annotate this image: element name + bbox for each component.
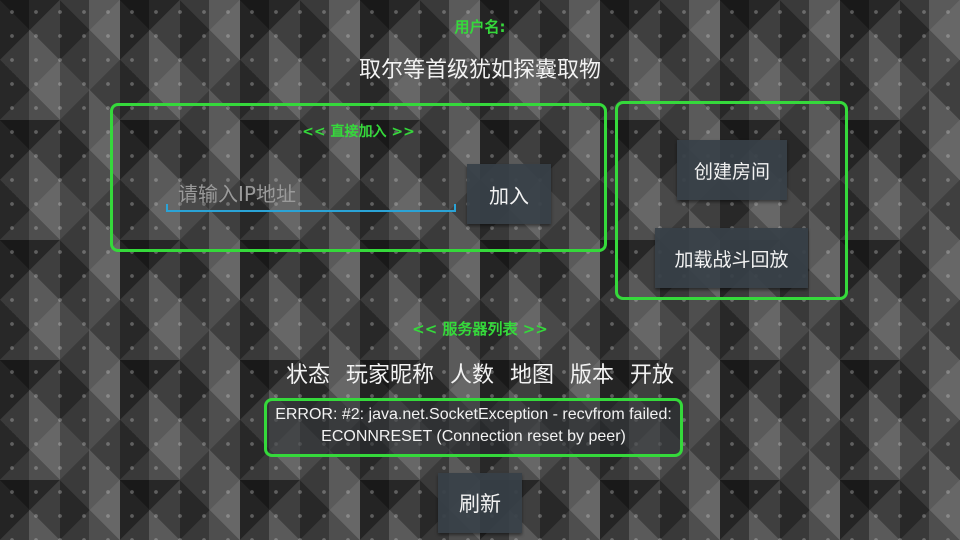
room-actions-panel — [615, 101, 848, 300]
join-button[interactable]: 加入 — [467, 164, 551, 224]
ip-address-input[interactable] — [166, 174, 456, 214]
column-header-map[interactable]: 地图 — [510, 363, 555, 388]
ip-input-underline-right-tick — [454, 204, 456, 212]
server-list-label: << 服务器列表 >> — [412, 320, 548, 338]
direct-join-panel — [110, 103, 607, 252]
ip-input-underline — [166, 210, 456, 212]
error-message: ERROR: #2: java.net.SocketException - re… — [275, 406, 672, 445]
error-message-box — [264, 398, 683, 457]
load-replay-button[interactable]: 加载战斗回放 — [655, 228, 808, 288]
username-value[interactable]: 取尔等首级犹如探囊取物 — [358, 58, 601, 83]
server-list-header: 状态 玩家昵称 人数 地图 版本 开放 — [0, 357, 960, 389]
direct-join-label: << 直接加入 >> — [302, 124, 415, 140]
column-header-open[interactable]: 开放 — [630, 363, 675, 388]
column-header-player-nickname[interactable]: 玩家昵称 — [345, 363, 434, 388]
column-header-version[interactable]: 版本 — [570, 363, 615, 388]
column-header-status[interactable]: 状态 — [285, 363, 330, 388]
username-label: 用户名: — [454, 18, 506, 36]
create-room-button[interactable]: 创建房间 — [677, 140, 787, 200]
ip-input-underline-left-tick — [166, 204, 168, 212]
refresh-button[interactable]: 刷新 — [438, 473, 522, 533]
column-header-player-count[interactable]: 人数 — [449, 363, 494, 388]
